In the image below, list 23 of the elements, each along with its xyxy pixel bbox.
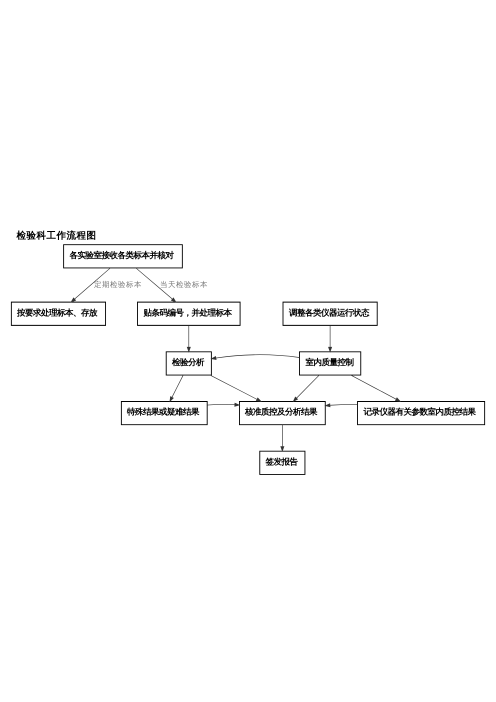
arrow [324, 402, 358, 407]
node-box: 签发报告 [259, 450, 306, 474]
node-box: 特殊结果或疑难结果 [120, 400, 208, 425]
node-box: 室内质量控制 [299, 350, 362, 375]
node-box: 各实验室接收各类标本并核对 [63, 244, 183, 268]
arrow [186, 324, 191, 352]
node-box: 记录仪器有关参数室内质控结果 [357, 400, 486, 425]
node-box: 按要求处理标本、存放 [10, 301, 106, 326]
node-box: 贴条码编号，并处理标本 [137, 301, 241, 326]
arrow [169, 374, 184, 402]
node-box: 核准质控及分析结果 [239, 400, 326, 425]
arrow [70, 267, 111, 302]
arrow [328, 324, 332, 352]
arrow [210, 374, 262, 402]
node-box: 调整各类仪器运行状态 [282, 301, 378, 326]
arrow [207, 402, 240, 406]
node-box: 检验分析 [166, 350, 212, 375]
arrow [136, 267, 177, 302]
arrow [350, 374, 402, 402]
arrow [210, 354, 300, 360]
diagram-title: 检验科工作流程图 [16, 230, 97, 241]
arrow [292, 374, 320, 402]
arrow [280, 424, 284, 452]
